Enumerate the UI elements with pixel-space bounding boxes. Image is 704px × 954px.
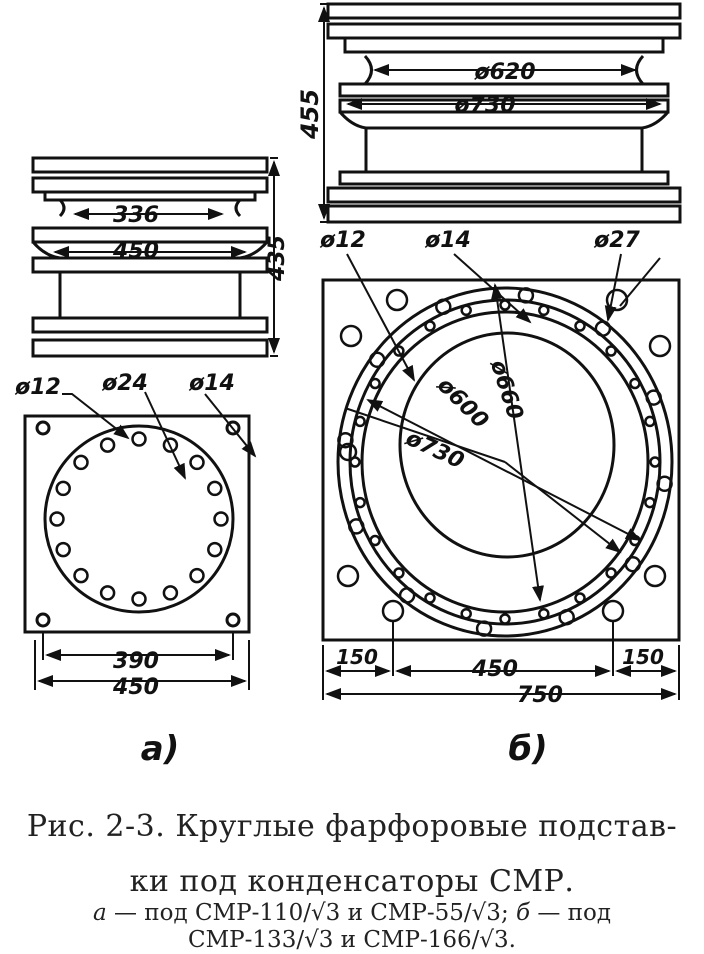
a-hole-label-24: ø24: [101, 371, 148, 396]
b-bolt-hole-large: [435, 298, 452, 316]
caption-a-text: — под СМР-110/√3 и СМР-55/√3;: [106, 900, 517, 926]
b-bolt-hole-large: [558, 608, 575, 626]
figure-b-label: б): [508, 729, 547, 769]
b-bolt-hole-large: [368, 351, 386, 369]
b-bolt-hole: [574, 592, 586, 604]
caption-legend-line4: СМР-133/√3 и СМР-166/√3.: [188, 927, 516, 953]
b-bolt-hole: [538, 607, 550, 620]
b-inner-ring-dim: ø620: [473, 60, 535, 85]
b-bolt-hole-large: [594, 320, 612, 337]
b-bolt-hole-large: [656, 475, 673, 493]
b-side-left-dim: 150: [336, 645, 378, 669]
b-bolt-hole-large: [348, 518, 365, 535]
caption-title-line1: Рис. 2-3. Круглые фарфоровые подстав-: [26, 809, 678, 844]
b-bolt-hole: [605, 345, 617, 357]
a-hole-label-12: ø12: [14, 375, 61, 400]
a-bolt-hole: [49, 511, 65, 527]
b-bolt-hole-large: [398, 587, 416, 604]
b-side-right-dim: 150: [622, 645, 664, 669]
a-bolt-hole: [99, 585, 116, 601]
b-bolt-hole: [574, 320, 586, 332]
a-bolt-hole: [99, 437, 116, 453]
a-outer-ring-dim: 450: [112, 239, 159, 264]
b-bolt-hole: [369, 534, 381, 547]
caption-title-line2: ки под конденсаторы СМР.: [129, 864, 575, 899]
b-bolt-hole: [369, 377, 381, 390]
b-hole-label-12: ø12: [319, 228, 366, 253]
b-bolt-hole: [349, 456, 361, 468]
a-bolt-hole: [73, 454, 89, 471]
technical-drawing: 435 336 450 ø12 ø24 ø14 390 450 а): [14, 2, 682, 769]
b-circle-label-600: ø600: [431, 372, 493, 434]
b-bolt-hole: [649, 456, 661, 468]
b-bolt-hole: [393, 567, 405, 579]
b-bolt-hole: [629, 377, 641, 390]
b-bolt-hole: [354, 496, 366, 509]
b-height-dim: 455: [296, 89, 324, 140]
figure-b-bolt-holes: [337, 287, 673, 637]
figure-a-bolt-holes: [49, 431, 229, 607]
b-hole-label-14: ø14: [424, 228, 471, 253]
figure-a-plan: [23, 414, 251, 634]
figure-a-dimensions: [53, 157, 280, 357]
b-bolt-hole: [644, 415, 656, 428]
b-bolt-hole: [460, 607, 472, 620]
a-bolt-hole: [162, 437, 179, 453]
b-bolt-hole: [644, 496, 656, 509]
b-bolt-hole: [354, 415, 366, 428]
b-bolt-hole: [424, 592, 436, 604]
figure-caption: Рис. 2-3. Круглые фарфоровые подстав- ки…: [0, 790, 704, 954]
a-bolt-hole: [131, 591, 147, 607]
b-bolt-hole: [424, 320, 436, 332]
figure-b-corner-holes: [336, 288, 672, 623]
a-bolt-span-dim: 390: [113, 649, 159, 674]
a-bolt-hole: [55, 541, 71, 558]
a-bolt-hole: [207, 541, 223, 558]
b-hole-label-27: ø27: [593, 228, 640, 253]
a-bolt-hole: [207, 480, 223, 497]
figure-a-leaders: [34, 391, 257, 690]
caption-legend-line3: а — под СМР-110/√3 и СМР-55/√3; б — под: [0, 900, 704, 927]
b-bolt-hole: [538, 304, 550, 317]
b-bolt-hole-large: [475, 620, 493, 637]
b-bolt-hole: [460, 304, 472, 317]
caption-a-marker: а: [92, 900, 107, 926]
b-base-width-dim: 750: [517, 683, 563, 708]
b-bolt-hole-large: [645, 389, 662, 406]
a-inner-ring-dim: 336: [113, 203, 159, 228]
a-bolt-hole: [213, 511, 229, 527]
b-bolt-hole: [605, 567, 617, 579]
a-bolt-hole: [73, 567, 89, 584]
a-bolt-hole: [189, 567, 205, 584]
a-hole-label-14: ø14: [188, 371, 235, 396]
a-base-width-dim: 450: [112, 675, 159, 700]
a-bolt-hole: [131, 431, 147, 447]
b-outer-ring-dim: ø730: [453, 93, 515, 118]
caption-b-marker: б: [516, 900, 531, 926]
a-height-dim: 435: [265, 235, 290, 282]
a-bolt-hole: [189, 454, 205, 471]
b-bolt-hole-large: [337, 431, 354, 449]
b-bolt-hole: [393, 345, 405, 357]
b-bolt-hole-large: [624, 555, 642, 573]
a-bolt-hole: [55, 480, 71, 497]
caption-b-text: — под: [530, 900, 612, 926]
figure-b-dimensions: [318, 3, 662, 223]
figure-b-leaders: [322, 253, 680, 700]
a-bolt-hole: [162, 585, 179, 601]
b-center-dim: 450: [471, 657, 518, 682]
b-circle-label-730: ø730: [401, 425, 468, 474]
figure-a-elevation: [31, 156, 269, 358]
figure-a-label: а): [141, 729, 179, 769]
b-bolt-hole: [499, 613, 511, 625]
